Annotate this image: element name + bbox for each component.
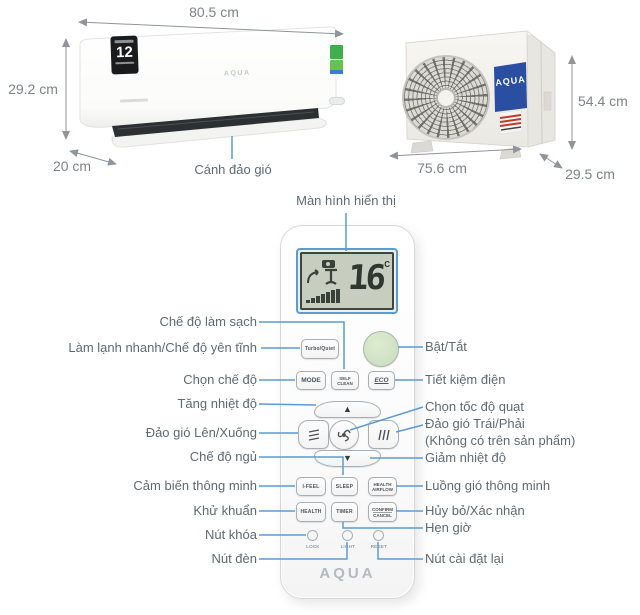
light-label: LIGHT xyxy=(340,544,356,549)
label-luong-gio-thong-minh: Luồng gió thông minh xyxy=(425,478,551,493)
warranty-badge: 12 xyxy=(110,35,139,75)
fan-speed-button xyxy=(329,420,359,450)
confirm-cancel-button: CONFIRM CANCEL xyxy=(368,502,397,522)
label-dao-gio-trai-phai: Đảo gió Trái/Phải xyxy=(425,416,525,431)
up-arrow-icon: ▲ xyxy=(343,404,352,414)
indoor-side-badge xyxy=(329,97,345,105)
fan-icon xyxy=(337,429,351,442)
energy-sticker-green xyxy=(330,45,343,59)
outdoor-fan-grille xyxy=(402,55,490,140)
lcd-louver-icon xyxy=(325,268,337,285)
eco-button: ECO xyxy=(368,371,395,390)
outdoor-depth-dimension: 29.5 cm xyxy=(565,166,615,182)
outdoor-width-dimension: 75.6 cm xyxy=(417,160,467,176)
label-huy-bo-xac-nhan: Hủy bỏ/Xác nhận xyxy=(425,503,525,518)
label-cam-bien-thong-minh: Cảm biến thông minh xyxy=(133,478,257,493)
dimension-arrows xyxy=(62,18,576,169)
label-nut-khoa: Nút khóa xyxy=(204,527,257,542)
label-giam-nhiet-do: Giảm nhiệt độ xyxy=(425,450,506,465)
swing-updown-button xyxy=(298,420,329,449)
display-label: Màn hình hiển thị xyxy=(296,193,396,208)
reset-label: RESET xyxy=(370,544,388,549)
label-hen-gio: Hẹn giờ xyxy=(425,520,472,535)
indoor-height-dimension: 29.2 cm xyxy=(8,81,58,97)
warranty-number: 12 xyxy=(115,43,134,61)
outdoor-brand-logo: AQUA xyxy=(494,74,527,88)
lcd-mode-icon xyxy=(322,260,335,268)
label-khong-co-tren-san-pham: (Không có trên sản phẩm) xyxy=(425,433,576,448)
indoor-brand-logo: AQUA xyxy=(223,69,251,78)
ifeel-button: I-FEEL xyxy=(296,477,326,496)
remote-control: 16 C Turbo/Quiet MODE SELF CLEAN ECO ▲ xyxy=(280,225,415,599)
sleep-button: SLEEP xyxy=(331,477,358,496)
label-nut-den: Nút đèn xyxy=(211,551,257,566)
indoor-width-dimension: 80.5 cm xyxy=(189,4,239,20)
down-arrow-icon: ▼ xyxy=(343,453,352,463)
swing-updown-icon xyxy=(308,428,319,441)
label-chon-toc-do-quat: Chọn tốc độ quạt xyxy=(425,399,525,414)
indoor-depth-dimension: 20 cm xyxy=(52,158,92,174)
swing-leftright-button xyxy=(368,420,399,449)
label-nut-cai-dat-lai: Nút cài đặt lại xyxy=(425,551,504,566)
lock-label: LOCK xyxy=(306,544,320,549)
badge-decor-bar xyxy=(115,61,135,65)
power-button xyxy=(363,331,399,367)
label-che-do-lam-sach: Chế độ làm sạch xyxy=(159,314,257,329)
label-che-do-ngu: Chế độ ngủ xyxy=(189,449,257,464)
health-airflow-button: HEALTH AIRFLOW xyxy=(368,477,397,496)
remote-brand-logo: AQUA xyxy=(319,565,376,582)
remote-lcd-display: 16 C xyxy=(296,248,398,314)
lcd-swing-icon xyxy=(307,269,319,284)
temp-up-button: ▲ xyxy=(314,401,381,418)
label-khu-khuan: Khử khuẩn xyxy=(193,503,257,518)
label-dao-gio-len-xuong: Đảo gió Lên/Xuống xyxy=(145,425,257,440)
fan-hub xyxy=(436,87,456,108)
label-chon-che-do: Chọn chế độ xyxy=(183,372,257,387)
label-bat-tat: Bật/Tắt xyxy=(425,339,467,354)
turbo-quiet-button: Turbo/Quiet xyxy=(301,339,339,359)
lcd-screen: 16 C xyxy=(300,252,394,310)
outdoor-height-dimension: 54.4 cm xyxy=(578,93,628,109)
label-lam-lanh-nhanh: Làm lạnh nhanh/Chế độ yên tĩnh xyxy=(68,340,257,355)
lock-button xyxy=(307,530,318,541)
light-button xyxy=(342,530,353,541)
reset-button xyxy=(373,530,384,541)
lcd-temperature: 16 xyxy=(346,258,385,298)
swing-leftright-icon xyxy=(377,429,390,440)
temp-down-button: ▼ xyxy=(314,450,381,467)
lcd-temperature-unit: C xyxy=(384,260,390,269)
health-button: HEALTH xyxy=(296,502,326,522)
timer-button: TIMER xyxy=(331,502,358,522)
energy-sticker-blue-strip xyxy=(330,70,343,74)
lcd-fan-speed-bars xyxy=(306,289,340,303)
louver-label: Cánh đảo gió xyxy=(194,162,272,177)
label-tang-nhiet-do: Tăng nhiệt độ xyxy=(177,396,257,411)
self-clean-button: SELF CLEAN xyxy=(331,371,359,390)
label-tiet-kiem-dien: Tiết kiệm điện xyxy=(425,372,506,387)
mode-button: MODE xyxy=(296,371,326,390)
inverter-mark xyxy=(119,98,149,103)
